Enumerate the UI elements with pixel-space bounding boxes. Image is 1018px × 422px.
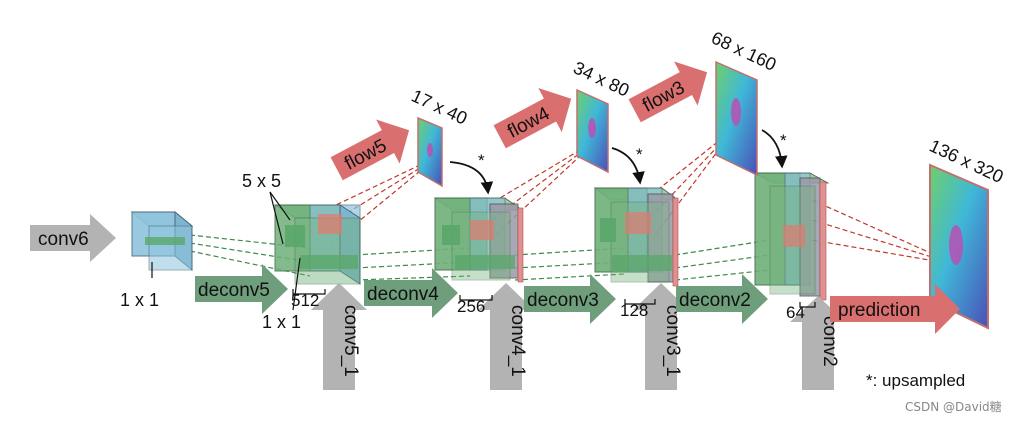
conv5_1-label: conv5_1	[340, 305, 361, 377]
flow4-arrow: flow4	[493, 87, 572, 149]
conv4_1-label: conv4_1	[507, 305, 528, 377]
conv4_1-arrow: conv4_1	[478, 283, 534, 390]
watermark: CSDN @David糖	[905, 399, 1002, 414]
upsample-arrow-3	[761, 129, 788, 169]
deconv5-block	[273, 204, 362, 285]
deconv4-arrow: deconv4	[364, 268, 458, 318]
flow3-arrow: flow3	[628, 61, 708, 123]
deconv4-block	[433, 197, 524, 283]
upsample-arrow-1	[449, 161, 494, 195]
deconv3-label: deconv3	[527, 290, 599, 311]
kernel-1x1-label: 1 x 1	[262, 312, 301, 332]
flow5-arrow: flow5	[330, 119, 410, 181]
conv6-size-label: 1 x 1	[120, 290, 159, 310]
deconv2-label: deconv2	[679, 290, 751, 311]
prediction-label: prediction	[838, 300, 920, 321]
conv3_1-label: conv3_1	[662, 305, 683, 377]
channels-512-label: 512	[291, 291, 319, 310]
upsample-arrow-2	[611, 147, 645, 185]
annotation-lines	[151, 191, 816, 311]
kernel-5x5-label: 5 x 5	[242, 171, 281, 191]
upsample-star-1: *	[478, 151, 485, 170]
conv5_1-arrow: conv5_1	[311, 283, 367, 390]
conv3_1-arrow: conv3_1	[633, 283, 689, 390]
upsample-star-2: *	[636, 145, 643, 164]
conv2-label: conv2	[819, 316, 840, 367]
deconv2-arrow: deconv2	[676, 274, 768, 324]
upsample-arrows	[449, 129, 788, 195]
conv6-arrow: conv6	[30, 214, 116, 262]
flow3-image	[715, 60, 758, 177]
deconv5-label: deconv5	[198, 280, 270, 301]
prediction-arrow: prediction	[830, 284, 960, 334]
deconv2-block	[753, 172, 830, 301]
deconv3-block	[593, 187, 680, 287]
deconv4-label: deconv4	[367, 284, 439, 305]
channels-64-label: 64	[786, 303, 805, 322]
deconv5-arrow: deconv5	[195, 264, 288, 314]
prediction-image	[929, 163, 989, 330]
channels-128-label: 128	[620, 301, 648, 320]
conv6-cube	[130, 210, 194, 272]
upsampled-legend: *: upsampled	[866, 371, 965, 390]
flow5-image	[417, 116, 443, 188]
conv6-label: conv6	[38, 229, 89, 250]
upsample-star-3: *	[780, 131, 787, 150]
deconv3-arrow: deconv3	[524, 274, 616, 324]
flow4-image	[576, 88, 609, 174]
channels-256-label: 256	[457, 297, 485, 316]
